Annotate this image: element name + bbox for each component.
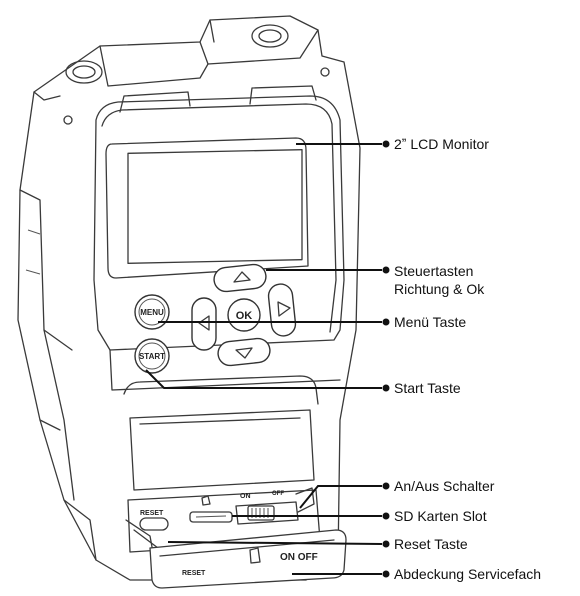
callout-power-switch: An/Aus Schalter: [394, 478, 495, 494]
start-button[interactable]: START: [134, 338, 170, 374]
left-button[interactable]: [191, 297, 217, 351]
callout-menu-key: Menü Taste: [394, 314, 467, 330]
callout-reset-key: Reset Taste: [394, 536, 468, 552]
switch-on-label: ON: [240, 493, 251, 500]
cover-on-off-label: ON OFF: [280, 552, 318, 563]
menu-button[interactable]: MENU: [134, 294, 170, 330]
menu-button-label: MENU: [140, 308, 164, 317]
down-button[interactable]: [217, 337, 271, 367]
ok-button[interactable]: OK: [227, 298, 261, 332]
callout-lcd-monitor: 2ˮ LCD Monitor: [394, 136, 489, 152]
start-button-label: START: [139, 352, 165, 361]
callout-service-cover: Abdeckung Servicefach: [394, 566, 542, 582]
switch-off-label: OFF: [272, 491, 284, 497]
callout-sd-slot: SD Karten Slot: [394, 508, 487, 524]
service-area: ON OFF RESET: [109, 349, 341, 553]
callout-control-keys: Steuertasten Richtung & Ok: [394, 263, 485, 297]
reset-button[interactable]: RESET: [139, 510, 169, 531]
cover-reset-label: RESET: [182, 570, 206, 577]
callout-start-key: Start Taste: [394, 380, 461, 396]
ok-button-label: OK: [236, 310, 253, 322]
lcd-screen: [105, 137, 309, 279]
callout-leaders: [145, 140, 390, 578]
reset-label: RESET: [140, 510, 164, 517]
up-button[interactable]: [213, 263, 267, 293]
